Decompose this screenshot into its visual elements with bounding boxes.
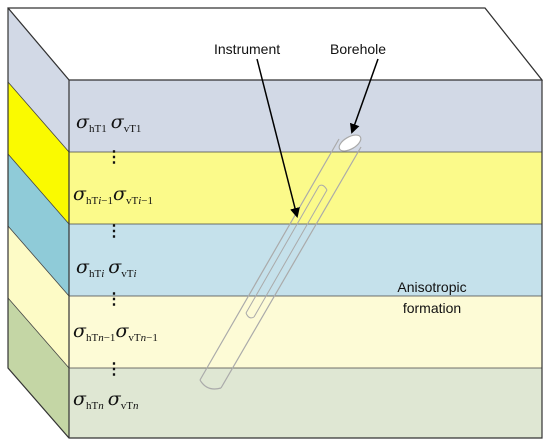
block-front-faces — [69, 80, 542, 438]
ellipsis-3: ⋮ — [106, 291, 122, 308]
side-face-layer-1 — [8, 8, 69, 152]
anisotropic-formation-label: Anisotropic — [397, 279, 466, 295]
stress-label-layer-n-1: σhTn−1σvTn−1 — [73, 320, 158, 344]
side-face-layer-i — [8, 154, 69, 296]
front-face-layer-i — [69, 224, 542, 296]
side-face-layer-i-1 — [8, 82, 69, 224]
front-face-layer-i-1 — [69, 152, 542, 224]
instrument-label: Instrument — [214, 41, 280, 57]
borehole — [199, 134, 362, 390]
anisotropic-formation-label-line2: formation — [403, 300, 461, 316]
block-outline — [7, 7, 543, 439]
ellipsis-2: ⋮ — [106, 223, 122, 240]
side-face-layer-n — [8, 298, 69, 438]
ellipsis-4: ⋮ — [106, 361, 122, 378]
side-face-layer-n-1 — [8, 226, 69, 368]
stress-label-layer-n: σhTn σvTn — [73, 388, 139, 412]
front-face-layer-1 — [69, 80, 542, 152]
borehole-arrow — [349, 58, 379, 134]
instrument-arrow — [256, 58, 300, 218]
borehole-label: Borehole — [330, 41, 386, 57]
stress-label-layer-1: σhT1 σvT1 — [76, 111, 141, 135]
stress-label-layer-i: σhTi σvTi — [76, 256, 137, 280]
front-face-layer-n — [69, 368, 542, 438]
layer-boundaries — [7, 81, 542, 369]
stress-label-layer-i-1: σhTi−1σvTi−1 — [73, 183, 153, 207]
front-face-layer-n-1 — [69, 296, 542, 368]
block-side-faces — [8, 8, 69, 438]
ellipsis-1: ⋮ — [106, 149, 122, 166]
borehole-top-opening — [338, 134, 362, 152]
instrument — [245, 184, 328, 319]
